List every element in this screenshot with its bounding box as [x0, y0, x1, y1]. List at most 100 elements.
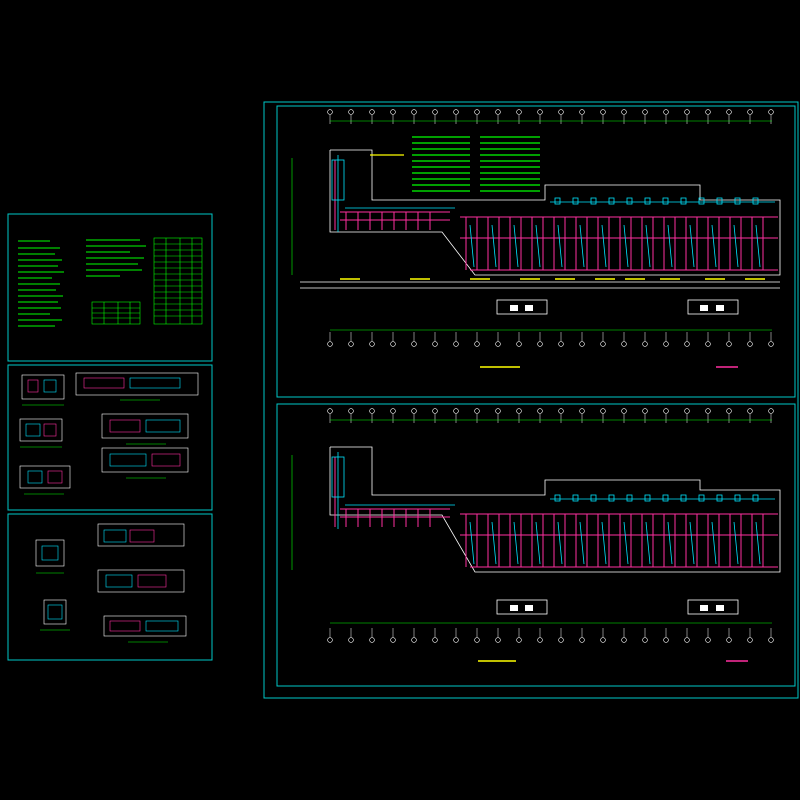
detail-section-1 — [101, 413, 189, 445]
fan-coil-unit — [554, 494, 561, 502]
grid-bubble-icon — [768, 637, 774, 643]
grid-axis-bottom — [327, 332, 774, 347]
pipe-branch — [667, 521, 673, 565]
fan-coil-unit — [590, 197, 597, 205]
grid-bubble-icon — [432, 341, 438, 347]
pipe-branch — [623, 224, 629, 268]
stair-core — [331, 456, 345, 498]
detail-section-4 — [97, 569, 185, 593]
grid-axis-bottom — [327, 628, 774, 643]
building-walls — [300, 149, 781, 315]
sheet-details-b — [7, 513, 213, 661]
grid-bubble-icon — [705, 408, 711, 414]
piping-network — [331, 155, 775, 268]
fan-coil-unit — [698, 494, 705, 502]
detail-section-3 — [97, 523, 185, 547]
grid-bubble-icon — [516, 109, 522, 115]
fan-coil-unit — [752, 494, 759, 502]
grid-bubble-icon — [474, 408, 480, 414]
grid-bubble-icon — [348, 341, 354, 347]
pipe-branch — [755, 521, 761, 565]
plan-notes — [370, 136, 540, 192]
pipe-branch — [469, 521, 475, 565]
grid-bubble-icon — [474, 341, 480, 347]
pipe-branch — [755, 224, 761, 268]
grid-bubble-icon — [705, 109, 711, 115]
dimension-lines — [291, 120, 772, 331]
fan-coil-unit — [752, 197, 759, 205]
pipe-branch — [601, 224, 607, 268]
grid-bubble-icon — [726, 408, 732, 414]
pipe-branch — [491, 224, 497, 268]
equipment-blocks — [510, 605, 724, 611]
grid-bubble-icon — [579, 408, 585, 414]
grid-bubble-icon — [684, 109, 690, 115]
pipe-branch — [689, 521, 695, 565]
grid-bubble-icon — [621, 408, 627, 414]
grid-bubble-icon — [474, 109, 480, 115]
fan-coil-unit — [608, 494, 615, 502]
fan-coil-unit — [626, 494, 633, 502]
grid-bubble-icon — [474, 637, 480, 643]
grid-bubble-icon — [621, 109, 627, 115]
grid-bubble-icon — [369, 637, 375, 643]
grid-bubble-icon — [369, 408, 375, 414]
detail-plan-2 — [75, 372, 199, 401]
pipe-branch — [623, 521, 629, 565]
sheet-plan-upper — [276, 105, 796, 398]
pipe-branch — [645, 224, 651, 268]
grid-bubble-icon — [558, 341, 564, 347]
piping-network — [331, 452, 775, 565]
grid-bubble-icon — [621, 341, 627, 347]
fan-coil-unit — [590, 494, 597, 502]
grid-bubble-icon — [579, 637, 585, 643]
pipe-branch — [645, 521, 651, 565]
grid-bubble-icon — [516, 408, 522, 414]
equipment-table — [153, 237, 203, 325]
grid-bubble-icon — [684, 341, 690, 347]
grid-bubble-icon — [348, 408, 354, 414]
fan-coil-unit — [662, 494, 669, 502]
grid-bubble-icon — [495, 637, 501, 643]
pipe-branch — [733, 224, 739, 268]
fan-coil-unit — [698, 197, 705, 205]
grid-bubble-icon — [558, 109, 564, 115]
detail-section-2 — [101, 447, 189, 479]
sheet-details-a — [7, 364, 213, 511]
grid-bubble-icon — [453, 408, 459, 414]
fan-coil-unit — [554, 197, 561, 205]
pipe-branch — [513, 224, 519, 268]
grid-bubble-icon — [411, 109, 417, 115]
grid-bubble-icon — [663, 341, 669, 347]
grid-bubble-icon — [453, 109, 459, 115]
grid-bubble-icon — [411, 341, 417, 347]
grid-bubble-icon — [663, 109, 669, 115]
grid-bubble-icon — [642, 341, 648, 347]
building-walls — [329, 446, 781, 615]
grid-bubble-icon — [663, 637, 669, 643]
stair-core — [331, 159, 345, 201]
fan-coil-unit — [680, 494, 687, 502]
grid-bubble-icon — [495, 408, 501, 414]
fan-coil-unit — [716, 197, 723, 205]
pipe-branch — [667, 224, 673, 268]
grid-bubble-icon — [390, 408, 396, 414]
grid-bubble-icon — [747, 637, 753, 643]
pipe-branch — [557, 224, 563, 268]
grid-bubble-icon — [495, 341, 501, 347]
sheet-plan-lower — [276, 403, 796, 687]
grid-bubble-icon — [747, 408, 753, 414]
grid-bubble-icon — [453, 341, 459, 347]
grid-bubble-icon — [663, 408, 669, 414]
grid-bubble-icon — [348, 109, 354, 115]
grid-bubble-icon — [600, 637, 606, 643]
detail-plan-1 — [21, 374, 65, 406]
fan-coil-unit — [608, 197, 615, 205]
grid-bubble-icon — [747, 341, 753, 347]
notes-text-block — [18, 240, 64, 327]
grid-axis-top — [327, 109, 774, 124]
grid-bubble-icon — [537, 637, 543, 643]
dimension-lines — [291, 419, 772, 624]
grid-bubble-icon — [516, 341, 522, 347]
